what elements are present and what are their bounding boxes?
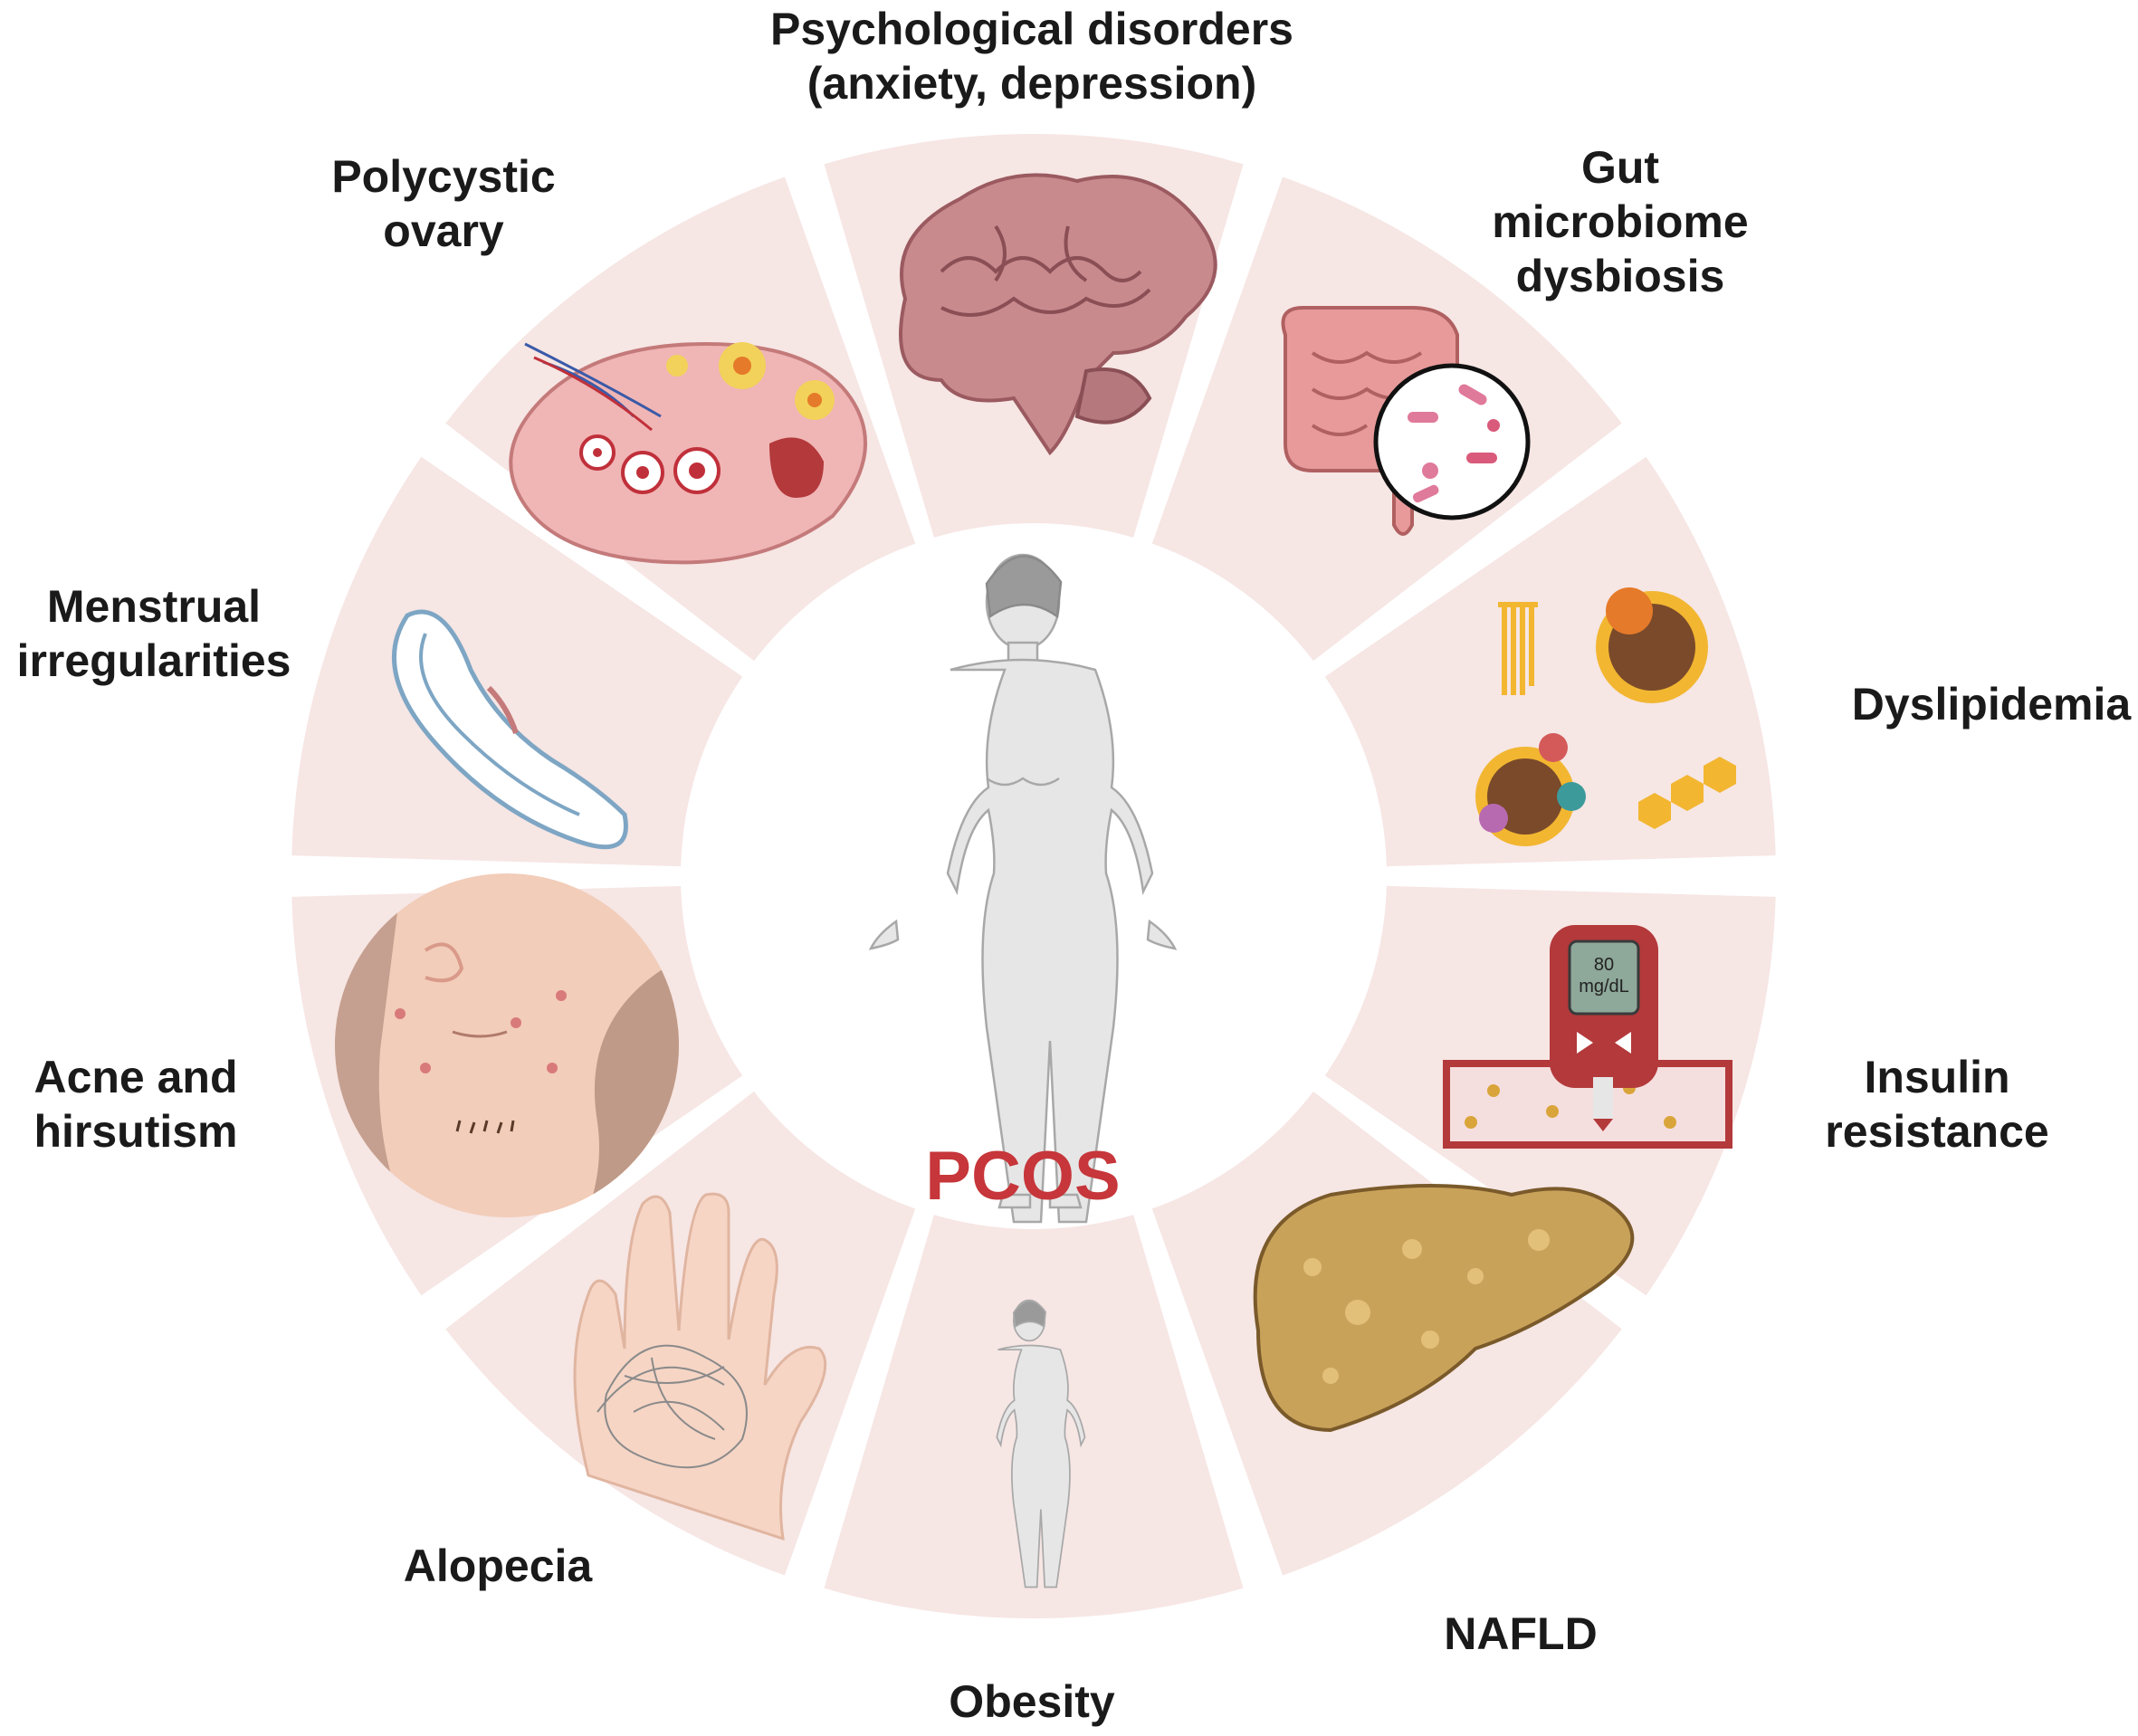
label-polycystic-ovary: Polycystic ovary <box>331 151 556 256</box>
center-title: PCOS <box>925 1138 1121 1215</box>
brain-icon <box>899 173 1217 456</box>
icons-layer: 80 mg/dL <box>335 173 1736 1588</box>
woman-figure <box>868 553 1178 1224</box>
meter-reading-value: 80 <box>1594 955 1614 975</box>
intestine-bacteria-icon <box>1281 306 1531 536</box>
label-menstrual-irregularities: Menstrual irregularities <box>16 581 291 686</box>
hair-loss-hand-icon <box>573 1192 827 1541</box>
woman-body-icon <box>868 553 1178 1224</box>
ovary-icon <box>509 341 867 565</box>
label-nafld: NAFLD <box>1444 1608 1598 1659</box>
lipoprotein-icon <box>1475 587 1736 846</box>
segment-menstrual <box>291 456 765 867</box>
label-psychological-disorders: Psychological disorders (anxiety, depres… <box>770 4 1293 109</box>
label-acne-and-hirsutism: Acne and hirsutism <box>33 1052 238 1157</box>
label-obesity: Obesity <box>949 1676 1115 1727</box>
meter-reading-unit: mg/dL <box>1579 977 1629 997</box>
segment-dyslipidemia <box>1303 456 1776 867</box>
obese-body-icon <box>996 1299 1086 1588</box>
label-gut-microbiome-dysbiosis: Gut microbiome dysbiosis <box>1492 142 1749 301</box>
label-alopecia: Alopecia <box>403 1540 593 1591</box>
label-insulin-resistance: Insulin resistance <box>1825 1052 2049 1157</box>
sanitary-pad-icon <box>392 609 628 850</box>
fatty-liver-icon <box>1253 1184 1635 1433</box>
label-dyslipidemia: Dyslipidemia <box>1851 679 2132 730</box>
glucometer-icon: 80 mg/dL <box>1443 925 1732 1149</box>
